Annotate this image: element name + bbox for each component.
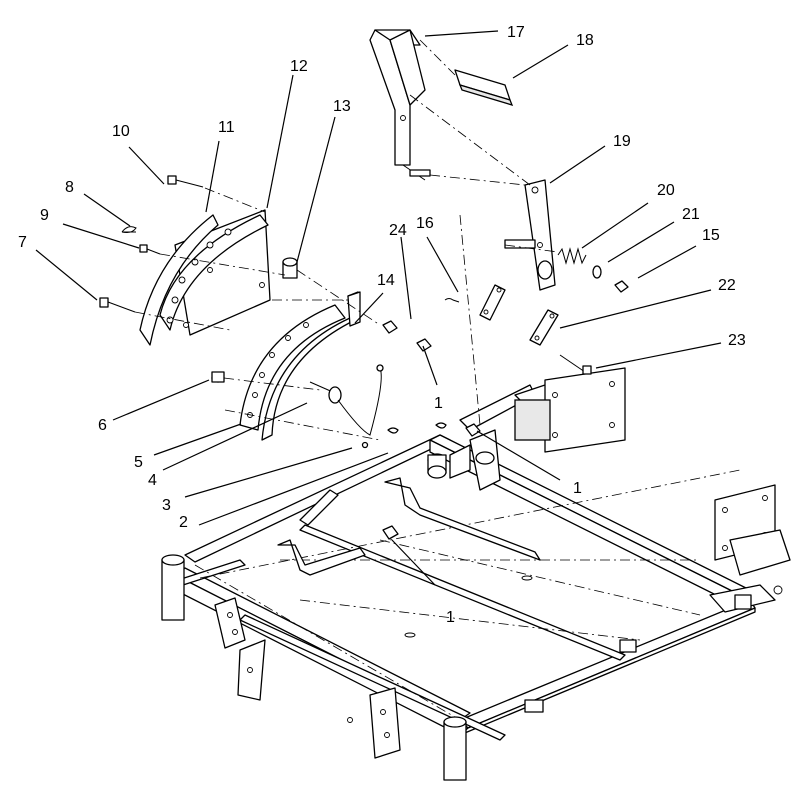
frame-bracket-middle [237,639,266,701]
callout-5: 5 [134,454,143,471]
callout-7: 7 [18,234,27,251]
callout-9: 9 [40,207,49,224]
callout-21: 21 [682,206,700,223]
callout-12: 12 [290,58,308,75]
spacer-bushing [282,257,298,279]
cotter-pin [121,226,137,233]
callout-17: 17 [507,24,525,41]
callout-13: 13 [333,98,351,115]
callout-24: 24 [389,222,407,239]
alignment-lines [134,39,559,441]
pivot-nut [465,423,481,437]
callout-6: 6 [98,417,107,434]
deck-bracket-back [299,489,339,526]
callout-15: 15 [702,227,720,244]
callout-23: 23 [728,332,746,349]
nut-lower [416,338,432,352]
callout-1-upper: 1 [434,395,443,412]
callout-16: 16 [416,215,434,232]
pedal-pad [454,69,514,107]
callout-14: 14 [377,272,395,289]
deck-bracket-center [384,477,541,561]
callout-11: 11 [218,119,235,136]
bolt-upper [167,175,204,188]
pedal-arm [504,179,556,291]
frame-post-right [443,716,467,781]
callout-labels: 17 18 19 20 21 15 22 23 16 24 14 13 12 1… [18,24,746,626]
height-of-cut-plate [159,214,269,331]
clevis-pin [559,354,592,375]
frame-bracket-right [347,687,401,759]
frame-bracket-left [214,597,246,649]
lock-nut [614,280,629,293]
leader-lines [35,30,722,586]
callout-8: 8 [65,179,74,196]
deck-bracket-left [277,539,366,576]
quadrant-plate [139,209,271,346]
callout-18: 18 [576,32,594,49]
bolt-middle [139,244,161,255]
callout-19: 19 [613,133,631,150]
frame-post-left [161,554,185,621]
callout-3: 3 [162,497,171,514]
callout-10: 10 [112,123,130,140]
callout-2: 2 [179,514,188,531]
frame-nut [382,525,399,540]
rod-link [529,309,559,346]
frame-right-mount [709,484,791,613]
adjustment-quadrant [239,304,346,431]
callout-20: 20 [657,182,675,199]
pedal-lever [369,29,431,181]
callout-1-right: 1 [573,480,582,497]
callout-22: 22 [718,277,736,294]
adjustment-plate [261,291,361,441]
main-frame [161,434,791,781]
callout-1-lower: 1 [446,609,455,626]
bolt-lower [99,297,136,313]
control-link [444,284,506,321]
callout-4: 4 [148,472,157,489]
handle-pivot [309,364,384,449]
spring [557,247,587,265]
pivot-mount-plate [514,367,626,453]
nut-upper [382,320,398,334]
spacer [211,371,225,383]
washer [592,265,602,279]
